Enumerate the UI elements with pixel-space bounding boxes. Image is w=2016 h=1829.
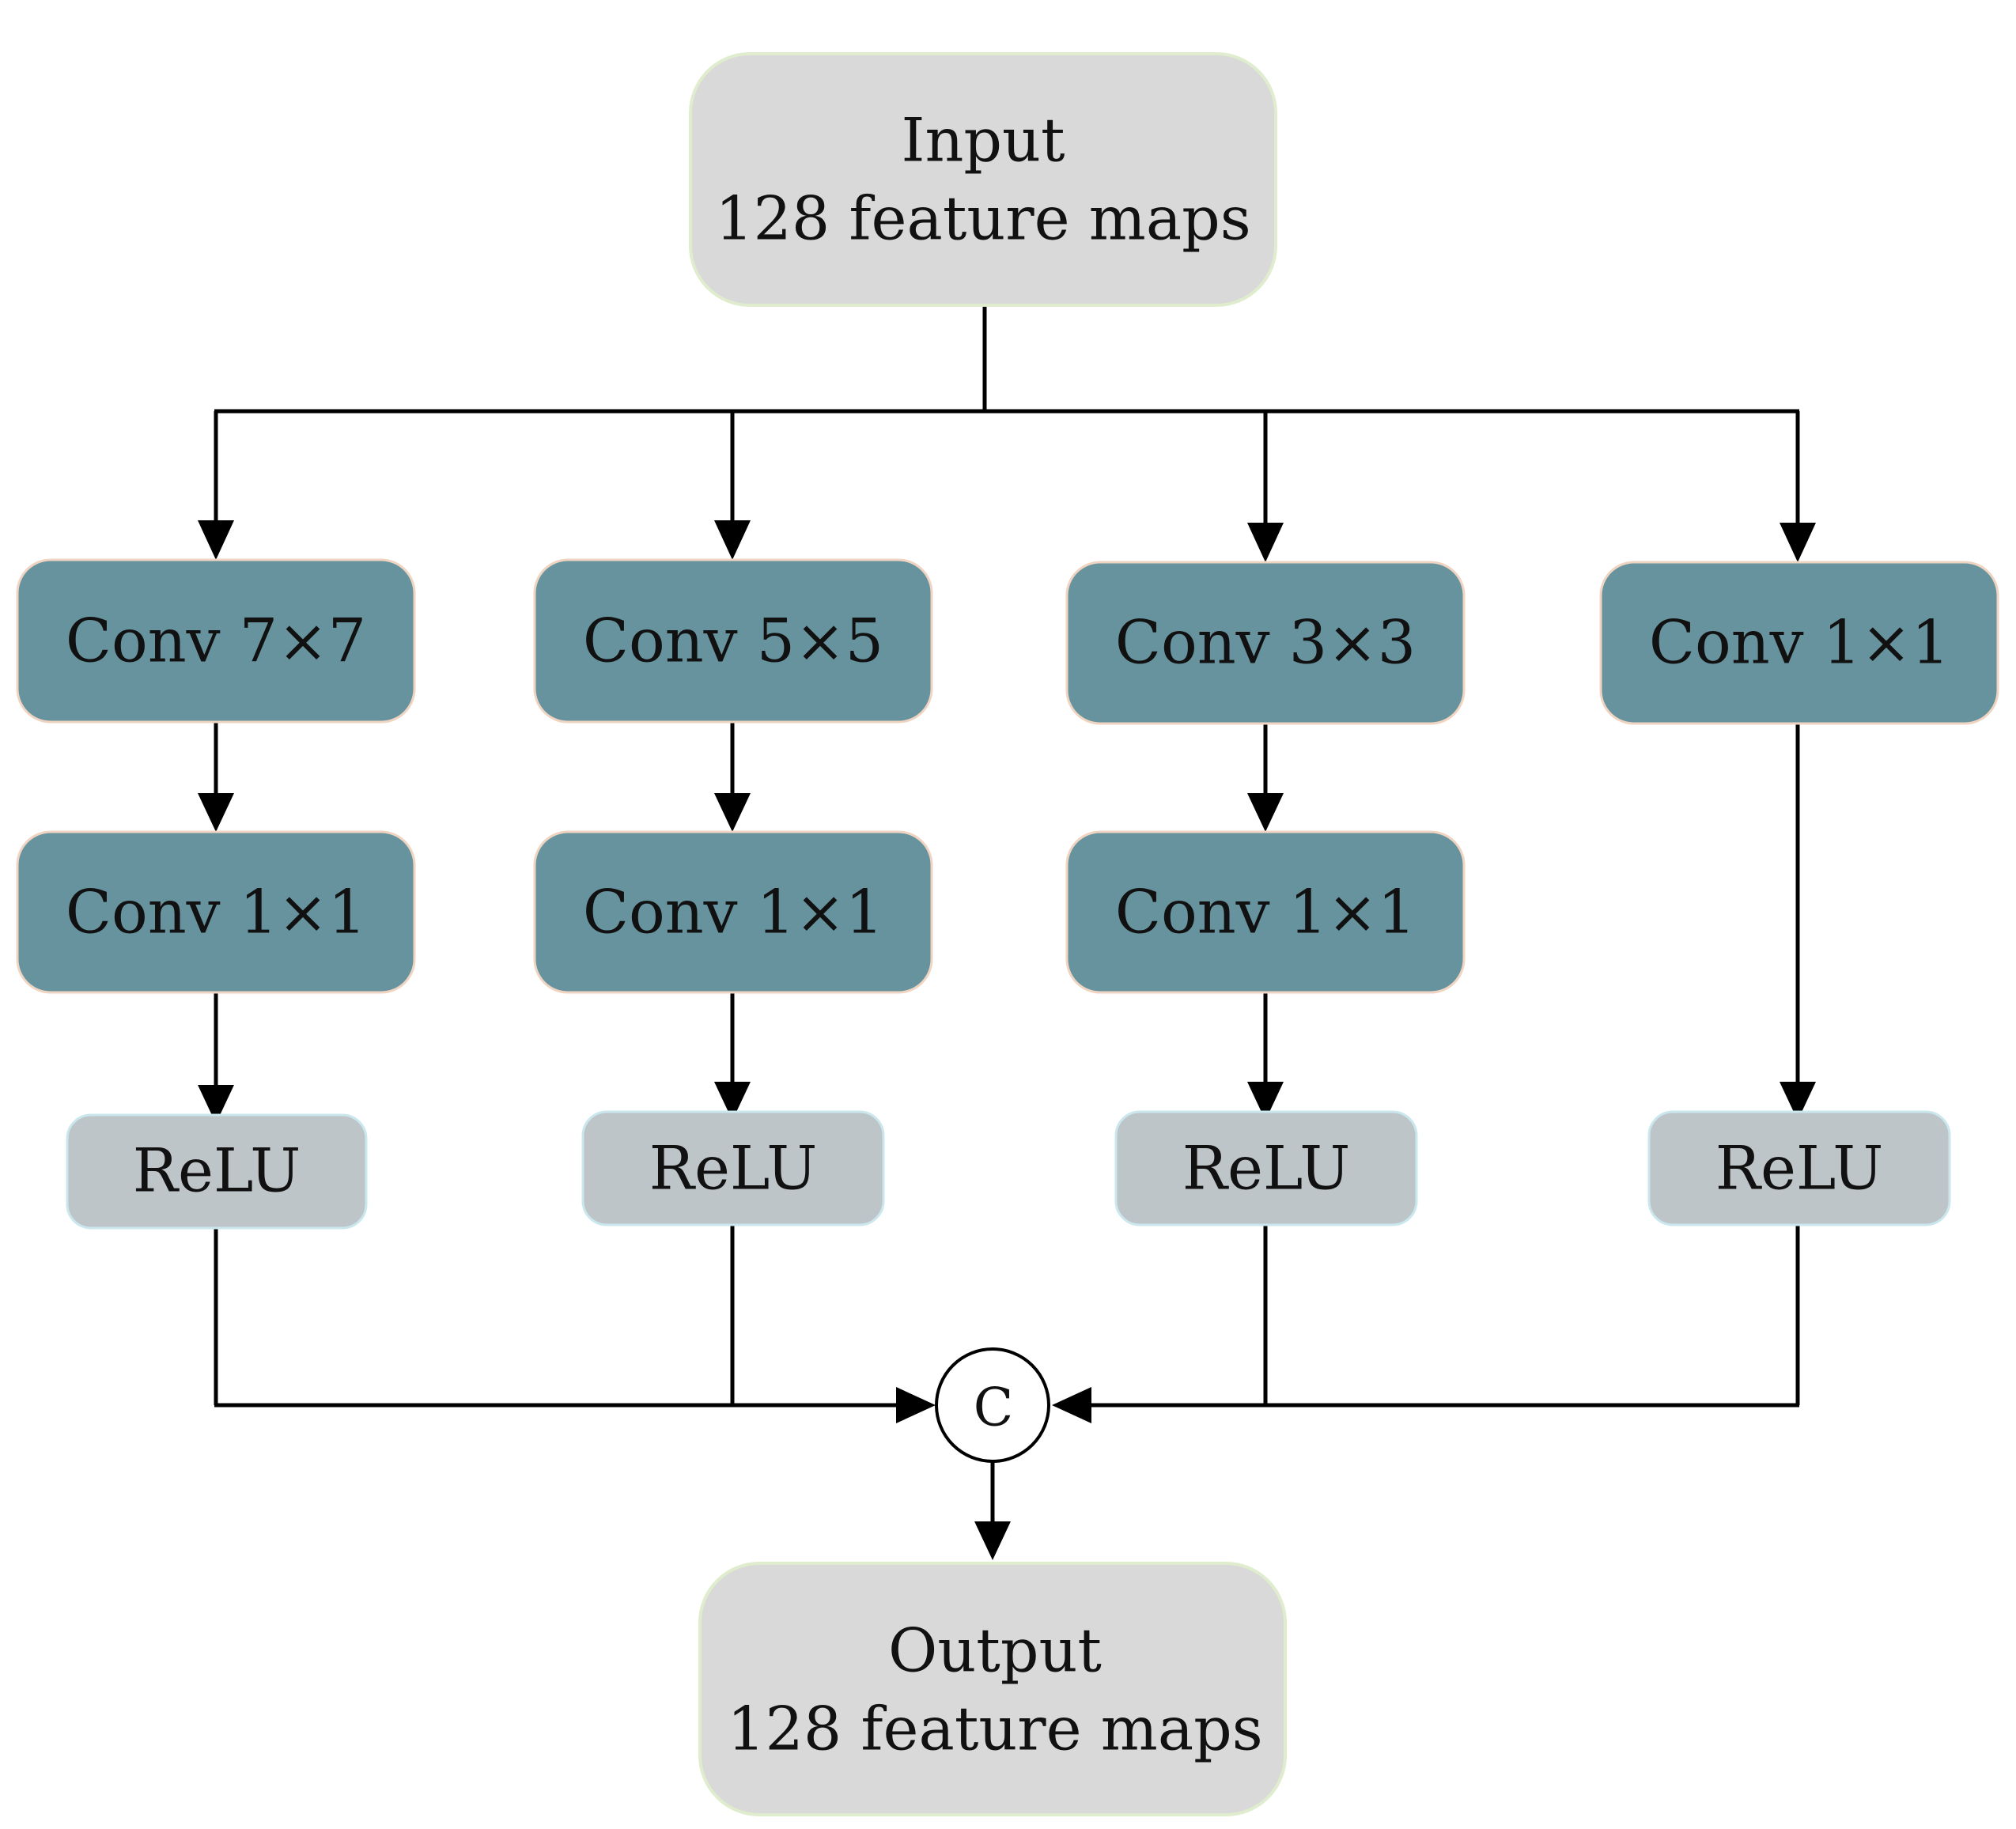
input-box: [689, 52, 1277, 307]
relu-label-b2: ReLU: [649, 1133, 818, 1204]
output-node: Output 128 feature maps: [698, 1562, 1287, 1816]
relu-label-b4: ReLU: [1715, 1133, 1884, 1204]
input-node: Input 128 feature maps: [689, 52, 1277, 307]
conv-box-b1-row1: [16, 558, 416, 724]
conv-box-b4-row1: [1599, 561, 1999, 725]
output-feature-maps-label: 128 feature maps: [727, 1694, 1263, 1764]
input-label: Input: [901, 105, 1065, 176]
arrowhead-conv3x3: [1247, 523, 1284, 562]
relu-label-b1: ReLU: [133, 1136, 301, 1206]
conv-box-b1-row2: [16, 830, 416, 994]
arrowhead-concat-right: [1052, 1387, 1091, 1423]
conv-box-b3-row2: [1065, 830, 1466, 994]
relu-box-b1: [66, 1113, 368, 1230]
conv-label-b1-row1: Conv 7×7: [66, 606, 366, 676]
arrowhead-b3-conv1x1: [1247, 793, 1284, 832]
relu-box-b3: [1114, 1110, 1418, 1226]
arrowhead-b3-relu: [1247, 1082, 1284, 1120]
arrowhead-b4-relu: [1780, 1082, 1816, 1120]
relu-label-b3: ReLU: [1182, 1133, 1351, 1204]
relu-box-b4: [1647, 1110, 1951, 1226]
arrowhead-conv7x7: [198, 520, 234, 560]
branch-3: Conv 3×3 Conv 1×1 ReLU: [1065, 561, 1466, 1226]
arrowhead-output: [974, 1521, 1011, 1560]
branch-4: Conv 1×1 ReLU: [1599, 561, 1999, 1226]
branch-1: Conv 7×7 Conv 1×1 ReLU: [16, 558, 416, 1230]
concat-label: C: [974, 1377, 1014, 1438]
conv-label-b3-row2: Conv 1×1: [1115, 877, 1416, 947]
conv-label-b3-row1: Conv 3×3: [1115, 607, 1416, 678]
arrowhead-b1-relu: [198, 1085, 234, 1124]
output-label: Output: [888, 1615, 1102, 1686]
conv-box-b2-row2: [533, 830, 933, 994]
edges: [198, 304, 1816, 1560]
output-box: [698, 1562, 1287, 1816]
concat-circle: [935, 1347, 1050, 1463]
conv-label-b4-row1: Conv 1×1: [1649, 607, 1950, 678]
conv-label-b2-row1: Conv 5×5: [583, 606, 883, 676]
arrowhead-concat-left: [896, 1387, 936, 1423]
conv-box-b3-row1: [1065, 561, 1466, 725]
relu-box-b2: [581, 1110, 885, 1226]
arrowhead-b1-conv1x1: [198, 793, 234, 832]
arrowhead-conv1x1-b4: [1780, 523, 1816, 562]
conv-box-b2-row1: [533, 558, 933, 724]
conv-label-b1-row2: Conv 1×1: [66, 877, 366, 947]
input-feature-maps-label: 128 feature maps: [715, 183, 1251, 254]
arrowhead-conv5x5: [714, 520, 751, 560]
arrowhead-b2-relu: [714, 1082, 751, 1120]
conv-label-b2-row2: Conv 1×1: [583, 877, 883, 947]
arrowhead-b2-conv1x1: [714, 793, 751, 832]
concat-node: C: [935, 1347, 1050, 1463]
branch-2: Conv 5×5 Conv 1×1 ReLU: [533, 558, 933, 1226]
